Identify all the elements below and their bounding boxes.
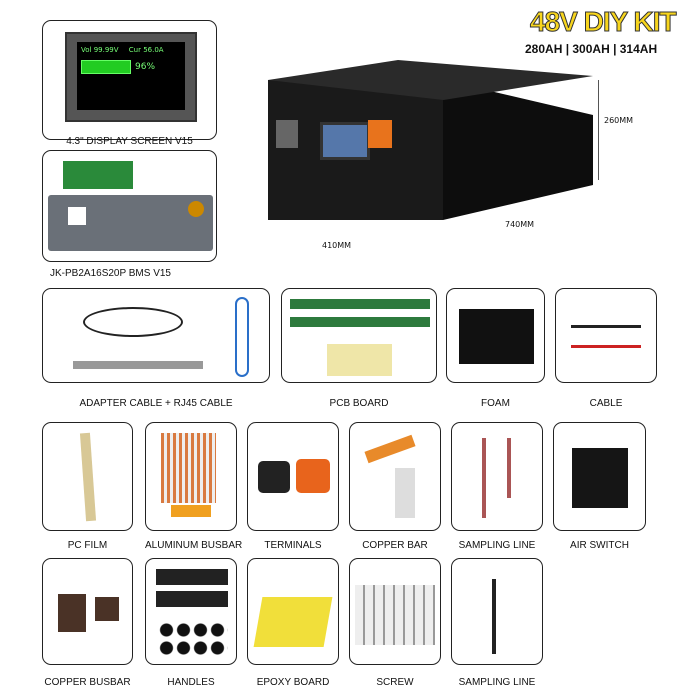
- sampling-line-image: [482, 438, 486, 518]
- copper-busbar-image: [95, 597, 119, 621]
- part-adapter-cable: [42, 288, 270, 383]
- pcb-image: [290, 299, 430, 309]
- terminal-black-image: [258, 461, 290, 493]
- part-screw: [349, 558, 441, 665]
- part-label: ALUMINUM BUSBAR: [145, 540, 243, 551]
- part-label: AIR SWITCH: [570, 540, 629, 551]
- voltage-readout: Vol 99.99V: [81, 46, 119, 54]
- handles-image: [156, 569, 228, 609]
- part-label: TERMINALS: [264, 540, 322, 551]
- battery-side: [443, 80, 593, 220]
- part-label: SCREW: [376, 677, 414, 688]
- part-label: PC FILM: [67, 540, 108, 551]
- copper-bar-image: [395, 468, 415, 518]
- part-handles: [145, 558, 237, 665]
- bms-panel: [42, 150, 217, 262]
- battery-display: [320, 122, 370, 160]
- bms-board-small: [63, 161, 133, 189]
- part-label: SAMPLING LINE: [458, 677, 536, 688]
- qr-code: [68, 207, 86, 225]
- width-dimension: 410MM: [322, 241, 352, 250]
- air-switch-image: [572, 448, 628, 508]
- sampling-line-image: [507, 438, 511, 498]
- part-copper-bar: [349, 422, 441, 531]
- rj45-cable-image: [235, 297, 249, 377]
- part-sampling-line-2: [451, 558, 543, 665]
- ribbon-cable-image: [73, 361, 203, 369]
- pc-film-image: [79, 432, 97, 522]
- part-air-switch: [553, 422, 646, 531]
- sampling-line-image: [492, 579, 496, 654]
- busbar-image: [171, 505, 211, 517]
- part-sampling-line: [451, 422, 543, 531]
- part-label: PCB BOARD: [329, 398, 389, 409]
- battery-front: [268, 80, 443, 220]
- bms-board: [48, 195, 213, 251]
- terminal-orange-image: [296, 459, 330, 493]
- height-dimension: 260MM: [604, 116, 634, 125]
- handle-caps-image: [158, 621, 228, 657]
- part-epoxy-board: [247, 558, 339, 665]
- part-label: ADAPTER CABLE + RJ45 CABLE: [79, 398, 233, 409]
- part-terminals: [247, 422, 339, 531]
- copper-bar-image: [364, 434, 416, 464]
- cable-image: [571, 345, 641, 348]
- part-pcb-board: [281, 288, 437, 383]
- adapter-cable-image: [83, 307, 183, 337]
- part-aluminum-busbar: [145, 422, 237, 531]
- height-dimension-line: [598, 80, 599, 180]
- current-readout: Cur 56.0A: [128, 46, 164, 54]
- battery-gauge: [81, 60, 131, 74]
- aluminum-busbar-image: [161, 433, 216, 503]
- inductor: [188, 201, 204, 217]
- terminal-left: [276, 120, 298, 148]
- copper-busbar-image: [58, 594, 86, 632]
- length-dimension: 740MM: [505, 220, 535, 229]
- part-label: COPPER BAR: [362, 540, 428, 551]
- bms-label: JK-PB2A16S20P BMS V15: [50, 268, 171, 279]
- epoxy-board-image: [253, 597, 333, 647]
- screw-image: [355, 585, 435, 645]
- part-label: CABLE: [589, 398, 623, 409]
- part-label: FOAM: [481, 398, 510, 409]
- display-label: 4.3" DISPLAY SCREEN V15: [66, 136, 193, 147]
- soc-readout: 96%: [135, 62, 156, 72]
- display-screen: Vol 99.99V Cur 56.0A 96%: [77, 42, 185, 110]
- display-screen-panel: Vol 99.99V Cur 56.0A 96%: [42, 20, 217, 140]
- part-label: EPOXY BOARD: [256, 677, 330, 688]
- display-bezel: Vol 99.99V Cur 56.0A 96%: [65, 32, 197, 122]
- pcb-image: [290, 317, 430, 327]
- part-label: COPPER BUSBAR: [44, 677, 131, 688]
- part-copper-busbar: [42, 558, 133, 665]
- kit-title: 48V DIY KIT: [530, 6, 678, 38]
- foam-image: [459, 309, 534, 364]
- part-foam: [446, 288, 545, 383]
- terminal-right: [368, 120, 392, 148]
- part-label: SAMPLING LINE: [458, 540, 536, 551]
- part-label: HANDLES: [167, 677, 215, 688]
- pcb-pack-image: [327, 344, 392, 376]
- cable-image: [571, 325, 641, 328]
- part-cable: [555, 288, 657, 383]
- capacity-options: 280AH | 300AH | 314AH: [525, 42, 658, 56]
- part-pc-film: [42, 422, 133, 531]
